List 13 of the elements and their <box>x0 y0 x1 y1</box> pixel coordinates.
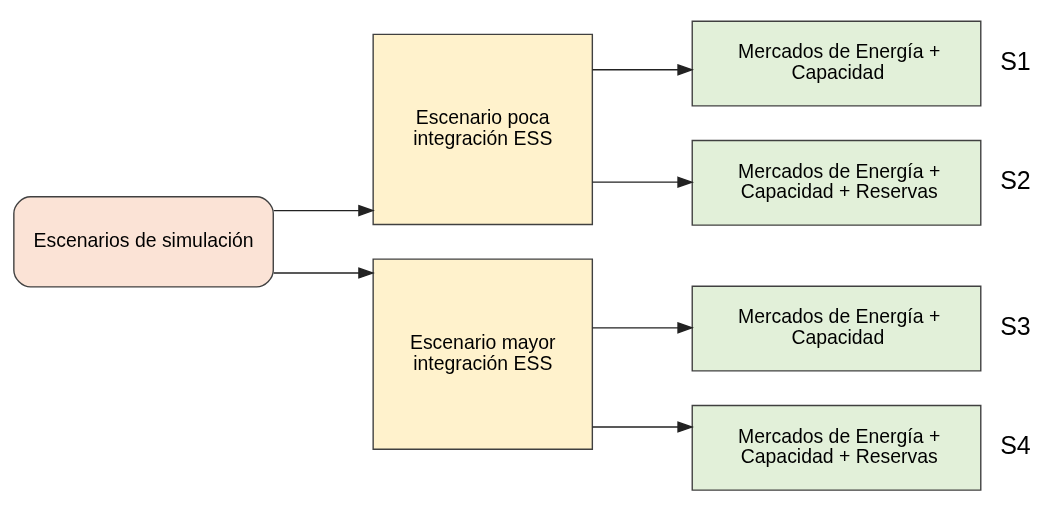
arrow <box>591 63 694 76</box>
node-label: S1 <box>1000 46 1031 75</box>
arrow <box>591 322 694 334</box>
arrow <box>591 176 694 188</box>
node-box: Escenarios de simulación <box>13 196 274 288</box>
node-label: S3 <box>1000 311 1031 340</box>
node-box: Escenario mayor integración ESS <box>372 258 594 450</box>
node-label: S4 <box>1000 430 1031 459</box>
arrow <box>591 421 694 433</box>
arrow <box>273 204 375 217</box>
node-box: Escenario poca integración ESS <box>372 33 594 226</box>
node-label: S2 <box>1000 165 1031 194</box>
arrow <box>273 267 375 279</box>
